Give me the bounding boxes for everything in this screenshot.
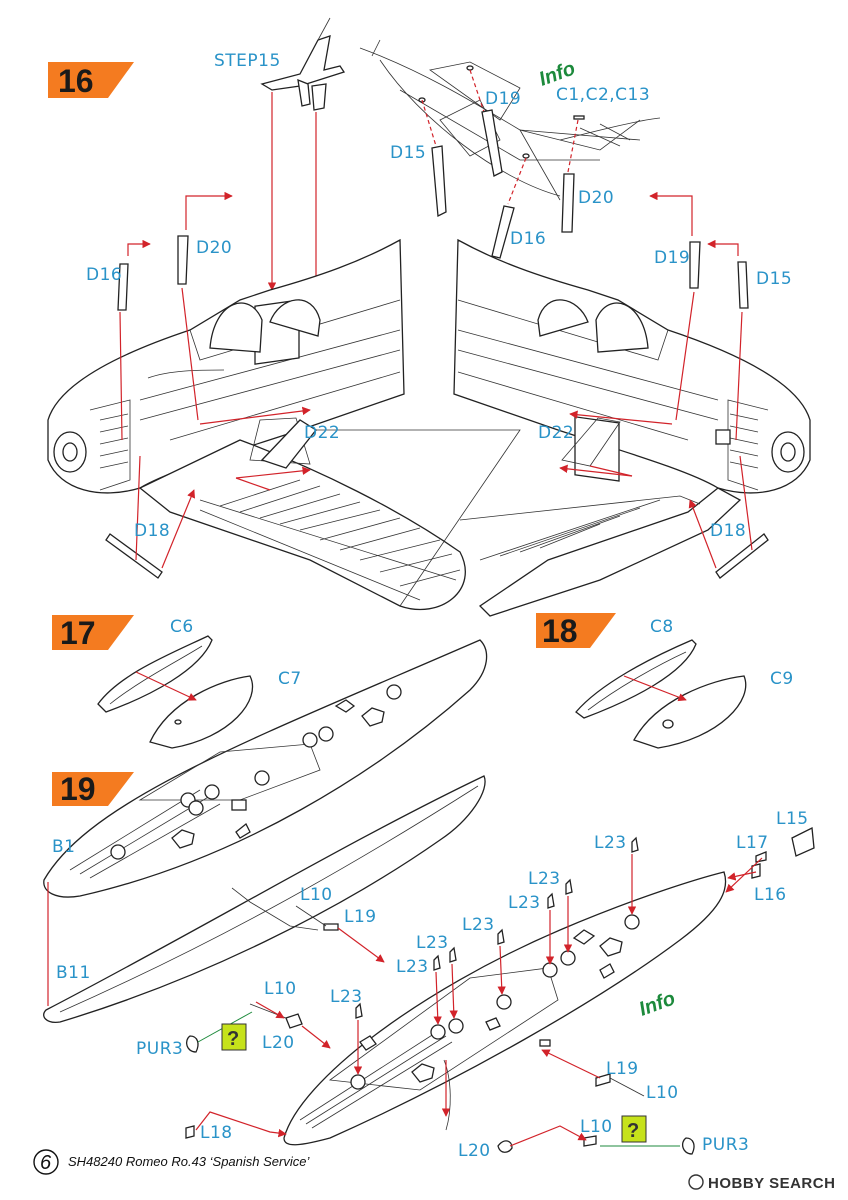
strut-d16-left xyxy=(117,263,129,311)
right-wing-view xyxy=(459,417,742,617)
label-d22-right: D22 xyxy=(538,423,574,443)
label-pur3-b: PUR3 xyxy=(702,1135,749,1155)
label-c7: C7 xyxy=(278,669,302,689)
step-17-number: 17 xyxy=(60,615,96,651)
strut-d20-left xyxy=(177,235,189,285)
step-18-number: 18 xyxy=(542,613,578,649)
label-l20-a: L20 xyxy=(262,1033,295,1053)
right-exhaust-grille xyxy=(729,413,759,469)
label-d18-right: D18 xyxy=(710,521,746,541)
label-l16: L16 xyxy=(754,885,787,905)
page-number: 6 xyxy=(40,1152,52,1174)
watermark-icon xyxy=(688,1174,704,1190)
left-exhaust-grille xyxy=(99,413,129,469)
label-d15-top: D15 xyxy=(390,143,426,163)
step-19-drawing: ? ? Info B1 B11 L10 L19 L10 L20 PUR3 L23… xyxy=(43,639,815,1161)
label-l23-1: L23 xyxy=(594,833,627,853)
step-16-drawing: Info xyxy=(47,17,811,617)
strut-d18-right xyxy=(715,533,769,579)
float-b11 xyxy=(43,775,486,1023)
label-d19-right: D19 xyxy=(654,248,690,268)
machine-gun-part xyxy=(260,17,346,111)
label-d19-top: D19 xyxy=(485,89,521,109)
wing-detail-view xyxy=(359,39,661,259)
strut-d19-right xyxy=(689,241,701,289)
help-symbol-right: ? xyxy=(627,1120,639,1142)
label-l23-4: L23 xyxy=(462,915,495,935)
label-l20-b: L20 xyxy=(458,1141,491,1161)
label-c6: C6 xyxy=(170,617,194,637)
label-l10-a: L10 xyxy=(300,885,333,905)
label-step15: STEP15 xyxy=(214,51,281,71)
float-assembled xyxy=(283,871,727,1146)
footer: 6 SH48240 Romeo Ro.43 ‘Spanish Service’ xyxy=(33,1149,310,1175)
label-l23-5: L23 xyxy=(416,933,449,953)
strut-d22-left xyxy=(260,419,317,469)
label-l23-7: L23 xyxy=(330,987,363,1007)
label-d22-left: D22 xyxy=(304,423,340,443)
step-16-number: 16 xyxy=(58,63,94,99)
label-l15: L15 xyxy=(776,809,809,829)
label-c9: C9 xyxy=(770,669,794,689)
part-c8 xyxy=(575,639,697,719)
part-c7 xyxy=(149,675,254,749)
left-wing-view xyxy=(138,417,521,611)
help-box-left: ? xyxy=(221,1023,247,1051)
left-fuselage-view xyxy=(47,238,405,494)
strut-d15-right xyxy=(737,261,749,309)
step-19-number: 19 xyxy=(60,771,96,807)
label-b11: B11 xyxy=(56,963,91,983)
label-l10-d: L10 xyxy=(580,1117,613,1137)
small-parts xyxy=(185,826,815,1155)
label-c8: C8 xyxy=(650,617,674,637)
watermark: HOBBY SEARCH xyxy=(688,1174,835,1192)
label-d18-left: D18 xyxy=(134,521,170,541)
label-l19-b: L19 xyxy=(606,1059,639,1079)
right-fuselage-view xyxy=(453,238,811,494)
step-16-badge: 16 xyxy=(48,62,134,99)
watermark-text: HOBBY SEARCH xyxy=(708,1175,835,1192)
label-d20-left: D20 xyxy=(196,238,232,258)
label-l18: L18 xyxy=(200,1123,233,1143)
label-d16-top: D16 xyxy=(510,229,546,249)
label-b1: B1 xyxy=(52,837,75,857)
label-d15-right: D15 xyxy=(756,269,792,289)
help-symbol-left: ? xyxy=(227,1028,239,1050)
step-17-badge: 17 xyxy=(52,615,134,651)
label-l23-3: L23 xyxy=(508,893,541,913)
step-18-badge: 18 xyxy=(536,613,616,649)
step-17-drawing: C6 C7 xyxy=(97,617,302,749)
step-18-drawing: C8 C9 xyxy=(575,617,794,749)
help-box-right: ? xyxy=(621,1115,647,1143)
label-d16-left: D16 xyxy=(86,265,122,285)
label-d20-top: D20 xyxy=(578,188,614,208)
label-c1-c2-c13: C1,C2,C13 xyxy=(556,85,650,105)
part-c9 xyxy=(633,675,747,749)
label-l23-6: L23 xyxy=(396,957,429,977)
page-number-circle xyxy=(33,1149,59,1175)
step-19-badge: 19 xyxy=(52,771,134,807)
info-label-bottom: Info xyxy=(636,987,678,1020)
label-l17: L17 xyxy=(736,833,769,853)
strut-d18-left xyxy=(105,533,163,579)
label-l10-b: L10 xyxy=(264,979,297,999)
label-l19-a: L19 xyxy=(344,907,377,927)
label-pur3-a: PUR3 xyxy=(136,1039,183,1059)
float-b1 xyxy=(43,639,488,898)
footer-title: SH48240 Romeo Ro.43 ‘Spanish Service’ xyxy=(68,1154,310,1169)
label-l10-c: L10 xyxy=(646,1083,679,1103)
label-l23-2: L23 xyxy=(528,869,561,889)
